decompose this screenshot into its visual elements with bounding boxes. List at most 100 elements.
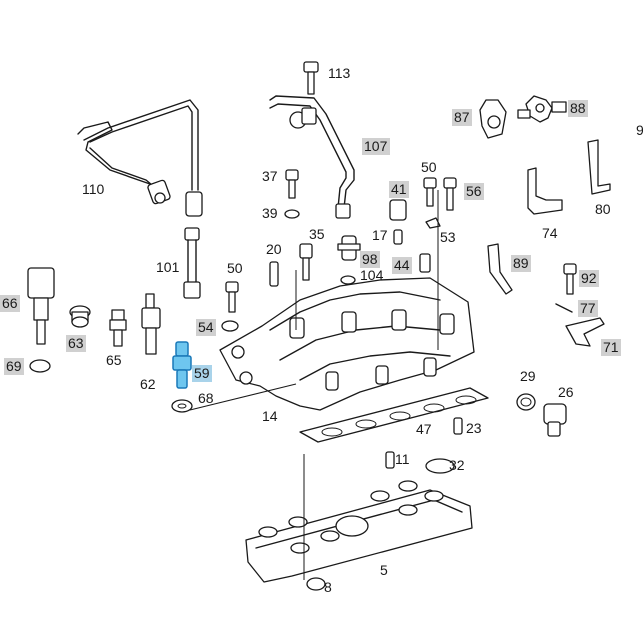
- bracket-74[interactable]: [527, 167, 563, 215]
- washer-8[interactable]: [306, 577, 326, 591]
- callout-92[interactable]: 92: [579, 270, 599, 287]
- stud-35[interactable]: [299, 243, 313, 281]
- sensor-66[interactable]: [27, 267, 55, 345]
- callout-69[interactable]: 69: [4, 358, 24, 375]
- callout-11[interactable]: 11: [395, 451, 410, 467]
- clip-77[interactable]: [555, 303, 573, 313]
- callout-highlight: [362, 138, 390, 155]
- callout-62[interactable]: 62: [140, 376, 156, 392]
- pin-17[interactable]: [393, 229, 403, 245]
- callout-98[interactable]: 98: [360, 251, 380, 268]
- callout-highlight: [392, 257, 412, 274]
- callout-number: 68: [198, 390, 214, 406]
- bracket-89[interactable]: [487, 243, 513, 295]
- callout-number: 107: [364, 138, 388, 154]
- bolt-37[interactable]: [285, 169, 299, 199]
- callout-14[interactable]: 14: [262, 408, 278, 424]
- callout-29[interactable]: 29: [520, 368, 536, 384]
- callout-32[interactable]: 32: [449, 457, 465, 473]
- callout-highlight: [389, 181, 409, 198]
- gasket-47[interactable]: [299, 387, 489, 443]
- bolt-113[interactable]: [303, 61, 319, 95]
- callout-39[interactable]: 39: [262, 205, 278, 221]
- lower-manifold-5[interactable]: [245, 454, 473, 583]
- callout-87[interactable]: 87: [452, 109, 472, 126]
- callout-number: 80: [595, 201, 611, 217]
- pipe-107[interactable]: [269, 95, 355, 219]
- fitting-98[interactable]: [337, 235, 361, 261]
- washer-39[interactable]: [284, 209, 300, 219]
- plug-26[interactable]: [543, 403, 567, 437]
- callout-5[interactable]: 5: [380, 562, 388, 578]
- pipe-101[interactable]: [183, 227, 201, 299]
- clamp-87[interactable]: [479, 99, 507, 139]
- oring-29[interactable]: [516, 393, 536, 411]
- callout-50b[interactable]: 50: [227, 260, 243, 276]
- callout-66[interactable]: 66: [0, 295, 20, 312]
- cap-41[interactable]: [389, 199, 407, 221]
- clip-53[interactable]: [425, 217, 441, 229]
- callout-80[interactable]: 80: [595, 201, 611, 217]
- callout-113[interactable]: 113: [328, 65, 351, 81]
- callout-highlight: [568, 100, 588, 117]
- washer-54[interactable]: [221, 320, 239, 332]
- callout-63[interactable]: 63: [66, 335, 86, 352]
- callout-47[interactable]: 47: [416, 421, 432, 437]
- callout-number: 5: [380, 562, 388, 578]
- callout-68[interactable]: 68: [198, 390, 214, 406]
- pin-11[interactable]: [385, 451, 395, 469]
- callout-8[interactable]: 8: [324, 579, 332, 595]
- callout-23[interactable]: 23: [466, 420, 482, 436]
- callout-highlight: [452, 109, 472, 126]
- clamp-88[interactable]: [517, 95, 567, 123]
- sensor-59-selected[interactable]: [172, 341, 192, 389]
- callout-89[interactable]: 89: [511, 255, 531, 272]
- callout-104[interactable]: 104: [360, 267, 384, 283]
- bracket-71[interactable]: [565, 317, 605, 347]
- callout-88[interactable]: 88: [568, 100, 588, 117]
- callout-number: 50: [227, 260, 243, 276]
- callout-71[interactable]: 71: [601, 339, 621, 356]
- sensor-62[interactable]: [141, 293, 161, 355]
- stud-20[interactable]: [269, 261, 279, 287]
- callout-41[interactable]: 41: [389, 181, 409, 198]
- sensor-65[interactable]: [109, 309, 127, 347]
- callout-number: 37: [262, 168, 278, 184]
- callout-17[interactable]: 17: [372, 227, 388, 243]
- washer-104[interactable]: [340, 275, 356, 285]
- bolt-92[interactable]: [563, 263, 577, 295]
- callout-110[interactable]: 110: [82, 181, 105, 197]
- pin-23[interactable]: [453, 417, 463, 435]
- sensor-44[interactable]: [419, 253, 431, 273]
- callout-77[interactable]: 77: [578, 300, 598, 317]
- callout-44[interactable]: 44: [392, 257, 412, 274]
- callout-9[interactable]: 9: [636, 122, 643, 138]
- bolt-50a[interactable]: [423, 177, 437, 207]
- washer-68[interactable]: [171, 399, 193, 413]
- intake-manifold-14[interactable]: [189, 277, 475, 411]
- plug-63[interactable]: [69, 305, 91, 328]
- callout-74[interactable]: 74: [542, 225, 558, 241]
- callout-59[interactable]: 59: [192, 365, 212, 382]
- callout-number: 62: [140, 376, 156, 392]
- bolt-50b[interactable]: [225, 281, 239, 313]
- bracket-80[interactable]: [587, 139, 611, 195]
- callout-50a[interactable]: 50: [421, 159, 437, 175]
- callout-26[interactable]: 26: [558, 384, 574, 400]
- callout-54[interactable]: 54: [196, 319, 216, 336]
- bolt-56[interactable]: [443, 177, 457, 211]
- cap-32[interactable]: [425, 458, 455, 474]
- callout-101[interactable]: 101: [156, 259, 180, 275]
- callout-107[interactable]: 107: [362, 138, 390, 155]
- callout-65[interactable]: 65: [106, 352, 122, 368]
- callout-53[interactable]: 53: [440, 229, 456, 245]
- callout-20[interactable]: 20: [266, 241, 282, 257]
- pipe-110[interactable]: [77, 99, 203, 217]
- callout-number: 74: [542, 225, 558, 241]
- washer-69[interactable]: [29, 359, 51, 373]
- callout-35[interactable]: 35: [309, 226, 325, 242]
- callout-56[interactable]: 56: [464, 183, 484, 200]
- callout-highlight: [579, 270, 599, 287]
- callout-37[interactable]: 37: [262, 168, 278, 184]
